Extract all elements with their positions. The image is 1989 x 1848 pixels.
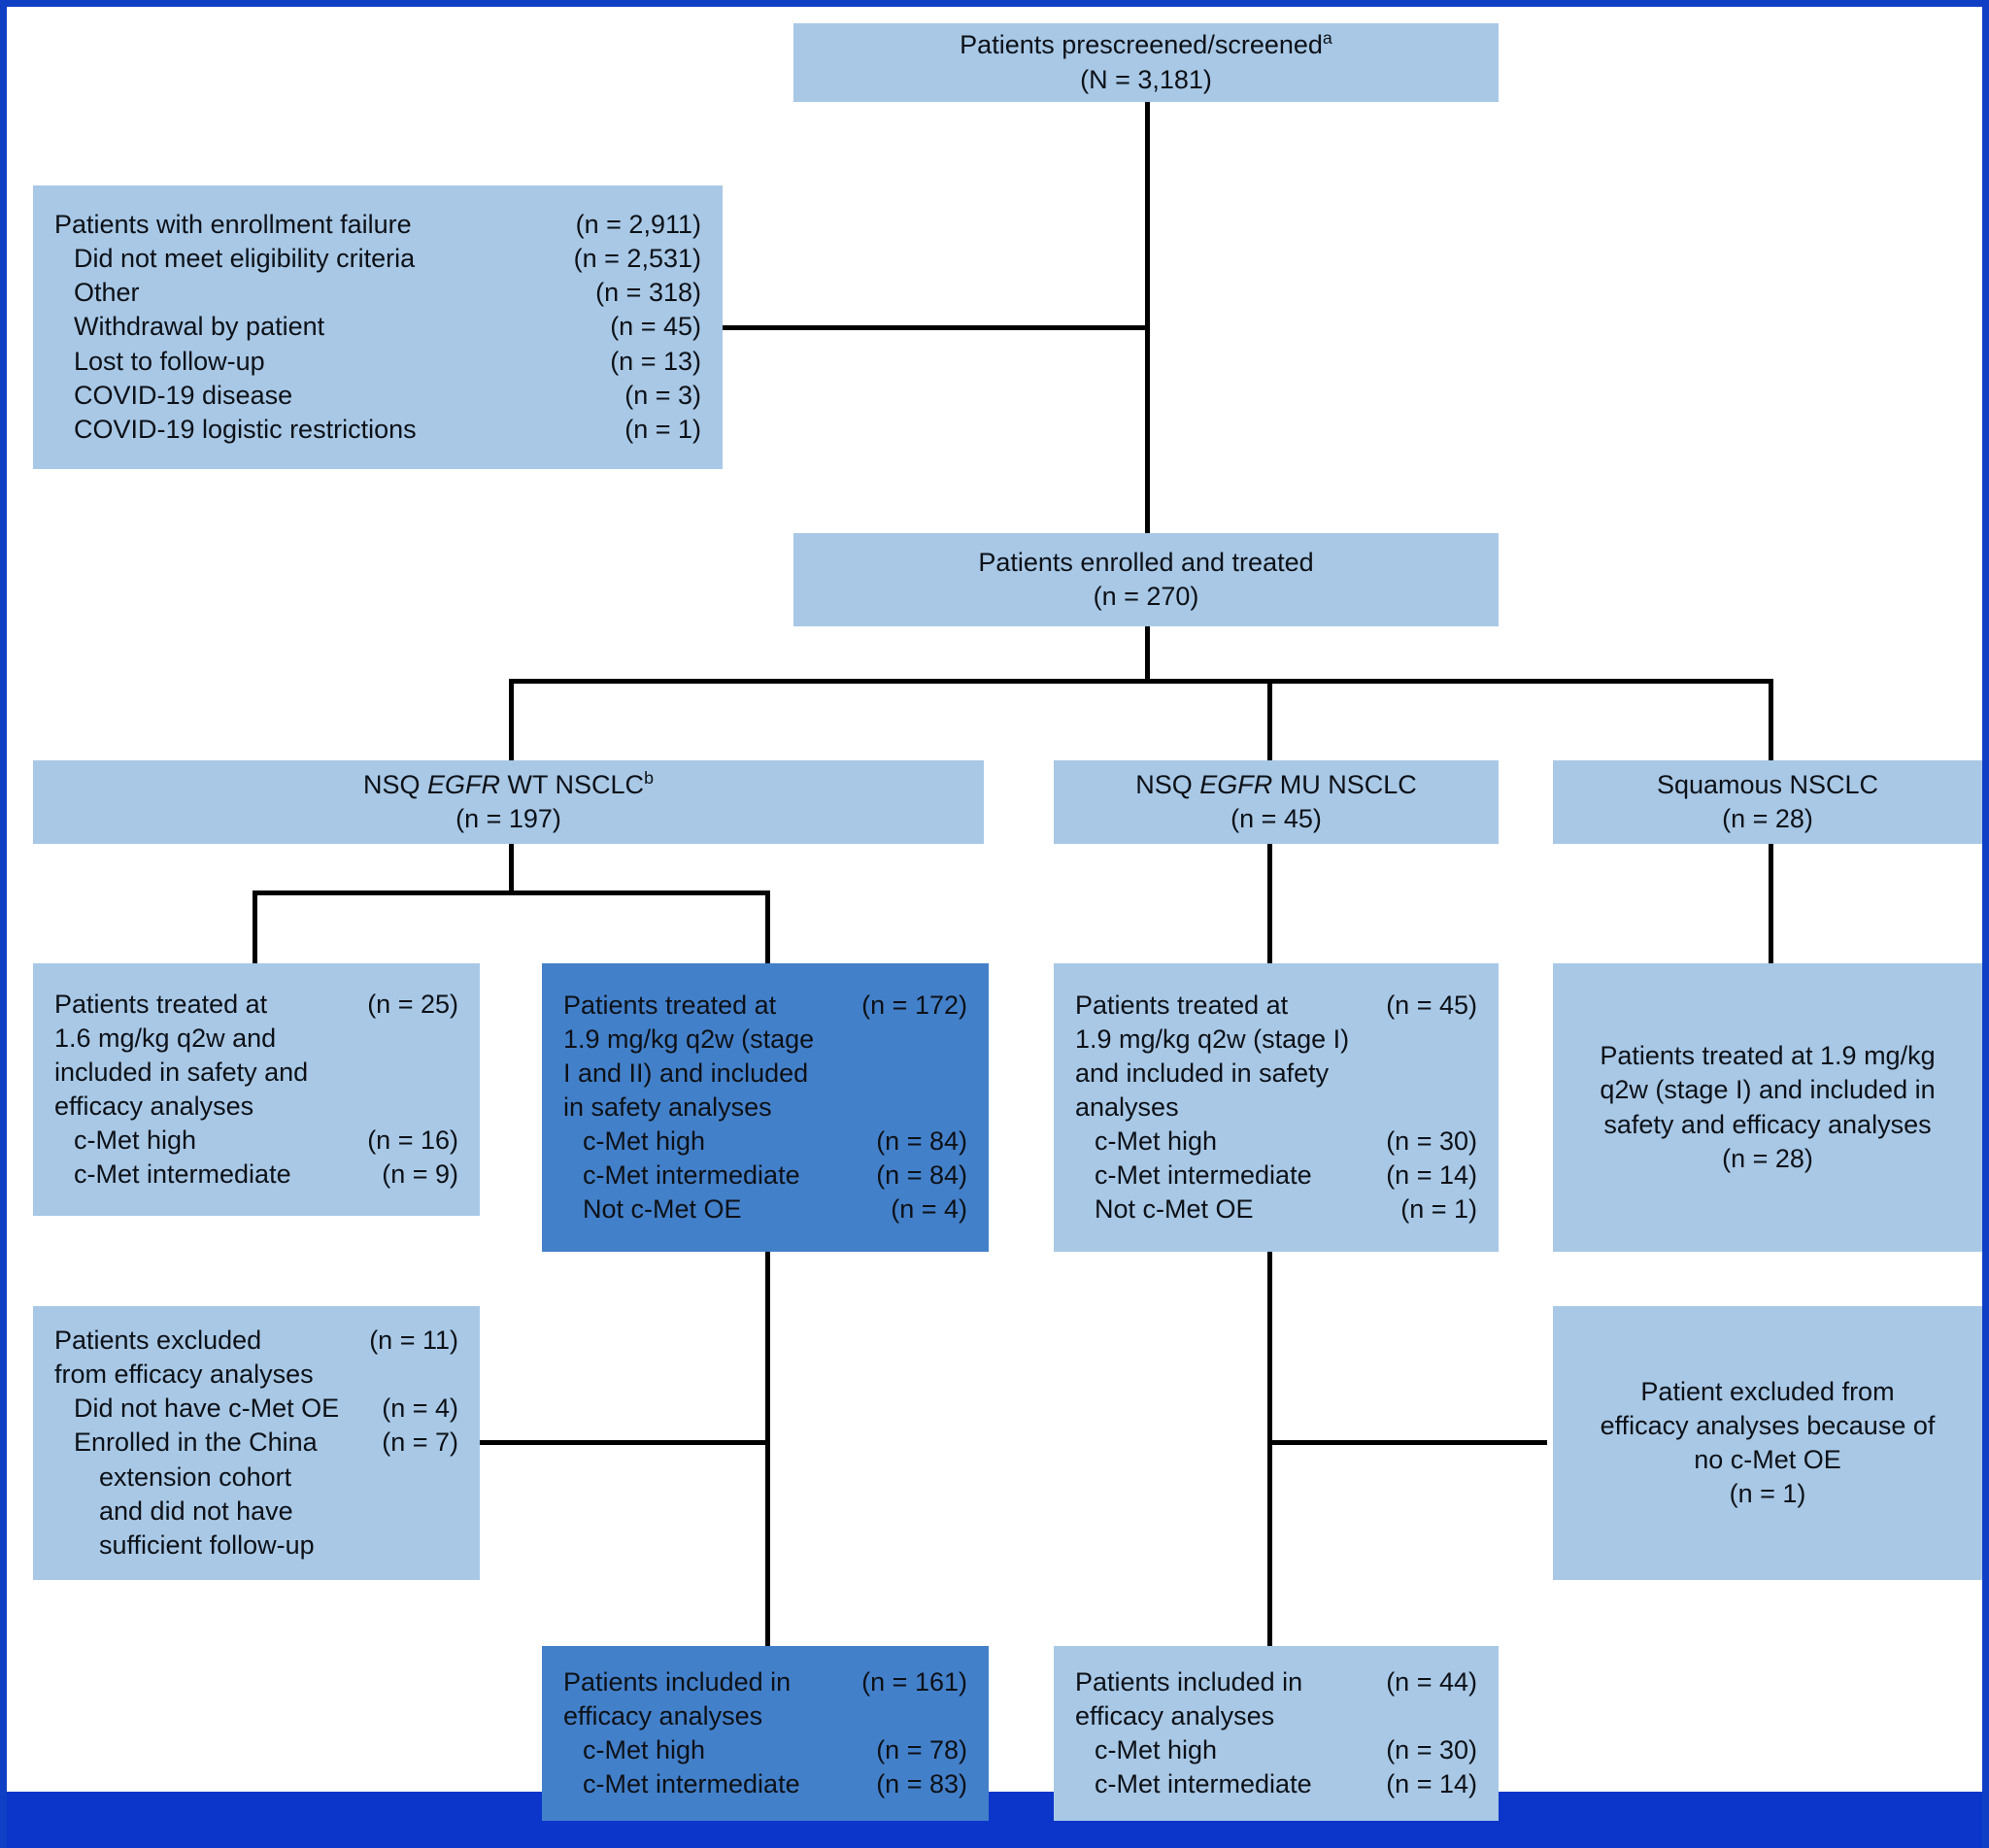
node-enrolled-count: (n = 270): [1093, 582, 1199, 611]
body-line: efficacy analyses because of: [1600, 1410, 1936, 1440]
node-prescreened-count: (N = 3,181): [1080, 64, 1212, 94]
node-enrolled: Patients enrolled and treated (n = 270): [793, 533, 1499, 626]
list-item: Not c-Met OE(n = 1): [1095, 1194, 1477, 1225]
list-item: Patients treated at(n = 25): [54, 989, 458, 1019]
node-prescreened: Patients prescreened/screeneda (N = 3,18…: [793, 23, 1499, 102]
body-line: (n = 1): [1729, 1479, 1806, 1509]
connector-arm-wt-drop: [509, 679, 514, 760]
node-enrollment-failure: Patients with enrollment failure(n = 2,9…: [33, 185, 723, 469]
list-item: c-Met intermediate(n = 84): [583, 1160, 967, 1191]
body-line: Patients treated at 1.9 mg/kg: [1600, 1041, 1936, 1071]
node-prescreened-title: Patients prescreened/screeneda: [960, 28, 1332, 60]
body-line: 1.9 mg/kg q2w (stage: [563, 1024, 815, 1054]
body-line: efficacy analyses: [563, 1700, 763, 1730]
node-wt-dose-1-6: Patients treated at(n = 25) 1.6 mg/kg q2…: [33, 963, 480, 1216]
connector-wt-excluded-stub: [480, 1440, 769, 1445]
body-line: (n = 28): [1722, 1143, 1813, 1173]
list-item: Did not meet eligibility criteria(n = 2,…: [74, 244, 701, 274]
body-line: 1.9 mg/kg q2w (stage I): [1075, 1024, 1350, 1054]
node-sq-dose-1-9: Patients treated at 1.9 mg/kg q2w (stage…: [1553, 963, 1982, 1252]
list-item: COVID-19 disease(n = 3): [74, 380, 701, 410]
connector-wt-split-bar: [253, 890, 770, 895]
list-item: Enrolled in the China(n = 7): [74, 1428, 458, 1458]
list-item: Patients treated at(n = 45): [1075, 990, 1477, 1020]
connector-prescreened-to-enrolled: [1145, 102, 1150, 533]
body-line: in safety analyses: [563, 1092, 772, 1122]
node-arm-wt-count: (n = 197): [455, 804, 561, 833]
connector-wt-16-drop: [253, 890, 257, 963]
node-arm-wt-title: NSQ EGFR WT NSCLCb: [363, 767, 654, 799]
node-arm-mu-count: (n = 45): [1230, 804, 1322, 833]
body-line: from efficacy analyses: [54, 1360, 314, 1390]
body-line: efficacy analyses: [54, 1092, 254, 1121]
body-line: no c-Met OE: [1694, 1445, 1841, 1474]
connector-mu-down: [1267, 844, 1272, 963]
list-item: c-Met high(n = 30): [1095, 1735, 1477, 1764]
list-item: Lost to follow-up(n = 13): [74, 346, 701, 376]
list-item: Patients included in(n = 161): [563, 1666, 967, 1697]
body-line: analyses: [1075, 1092, 1179, 1122]
node-sq-excluded: Patient excluded from efficacy analyses …: [1553, 1306, 1982, 1580]
node-arm-sq-count: (n = 28): [1722, 804, 1813, 833]
body-line: extension cohort: [99, 1462, 292, 1492]
body-line: and included in safety: [1075, 1058, 1330, 1088]
node-wt-excluded: Patients excluded(n = 11) from efficacy …: [33, 1306, 480, 1580]
list-item: Other(n = 318): [74, 278, 701, 308]
list-item: Patients excluded(n = 11): [54, 1326, 458, 1356]
list-item: Withdrawal by patient(n = 45): [74, 312, 701, 342]
body-line: I and II) and included: [563, 1058, 809, 1088]
list-item: Patients included in(n = 44): [1075, 1666, 1477, 1697]
footnote-marker-a: a: [1322, 28, 1332, 49]
footnote-marker-b: b: [644, 767, 654, 788]
connector-mu-to-efficacy: [1267, 1252, 1272, 1646]
node-wt-efficacy: Patients included in(n = 161) efficacy a…: [542, 1646, 989, 1821]
list-item: c-Met high(n = 16): [74, 1126, 458, 1156]
node-arm-nsq-egfr-wt: NSQ EGFR WT NSCLCb (n = 197): [33, 760, 984, 844]
footer-accent-bar: [7, 1792, 1982, 1848]
node-mu-dose-1-9: Patients treated at(n = 45) 1.9 mg/kg q2…: [1054, 963, 1499, 1252]
node-wt-dose-1-9: Patients treated at(n = 172) 1.9 mg/kg q…: [542, 963, 989, 1252]
connector-wt-19-drop: [765, 890, 770, 963]
list-item: c-Met high(n = 78): [583, 1735, 967, 1764]
connector-arms-bar: [509, 679, 1773, 684]
list-item: c-Met intermediate(n = 83): [583, 1769, 967, 1799]
connector-arm-sq-drop: [1769, 679, 1773, 760]
body-line: and did not have: [99, 1495, 293, 1526]
body-line: included in safety and: [54, 1057, 309, 1087]
list-item: Did not have c-Met OE(n = 4): [74, 1394, 458, 1424]
connector-wt-down: [509, 844, 514, 894]
body-line: 1.6 mg/kg q2w and: [54, 1023, 277, 1053]
list-item: c-Met intermediate(n = 14): [1095, 1160, 1477, 1191]
connector-arm-mu-drop: [1267, 679, 1272, 760]
list-item: Patients treated at(n = 172): [563, 990, 967, 1020]
list-item: c-Met high(n = 30): [1095, 1126, 1477, 1157]
node-arm-squamous: Squamous NSCLC (n = 28): [1553, 760, 1982, 844]
body-line: Patient excluded from: [1640, 1376, 1895, 1406]
connector-sq-down: [1769, 844, 1773, 963]
body-line: sufficient follow-up: [99, 1529, 315, 1560]
list-item: Patients with enrollment failure(n = 2,9…: [54, 210, 701, 240]
connector-enrollment-failure: [721, 325, 1148, 330]
node-enrolled-title: Patients enrolled and treated: [978, 547, 1314, 577]
list-item: COVID-19 logistic restrictions(n = 1): [74, 414, 701, 444]
list-item: Not c-Met OE(n = 4): [583, 1194, 967, 1225]
list-item: c-Met intermediate(n = 9): [74, 1159, 458, 1190]
node-arm-sq-title: Squamous NSCLC: [1656, 769, 1879, 799]
list-item: c-Met high(n = 84): [583, 1126, 967, 1157]
node-mu-efficacy: Patients included in(n = 44) efficacy an…: [1054, 1646, 1499, 1821]
body-line: safety and efficacy analyses: [1603, 1109, 1932, 1139]
body-line: q2w (stage I) and included in: [1600, 1075, 1936, 1105]
body-line: efficacy analyses: [1075, 1700, 1275, 1730]
connector-sq-excluded-stub: [1267, 1440, 1547, 1445]
node-arm-mu-title: NSQ EGFR MU NSCLC: [1135, 769, 1417, 799]
list-item: c-Met intermediate(n = 14): [1095, 1769, 1477, 1799]
diagram-canvas: Patients prescreened/screeneda (N = 3,18…: [7, 7, 1982, 1821]
connector-enrolled-down: [1145, 626, 1150, 682]
connector-wt19-to-efficacy: [765, 1252, 770, 1646]
node-arm-nsq-egfr-mu: NSQ EGFR MU NSCLC (n = 45): [1054, 760, 1499, 844]
